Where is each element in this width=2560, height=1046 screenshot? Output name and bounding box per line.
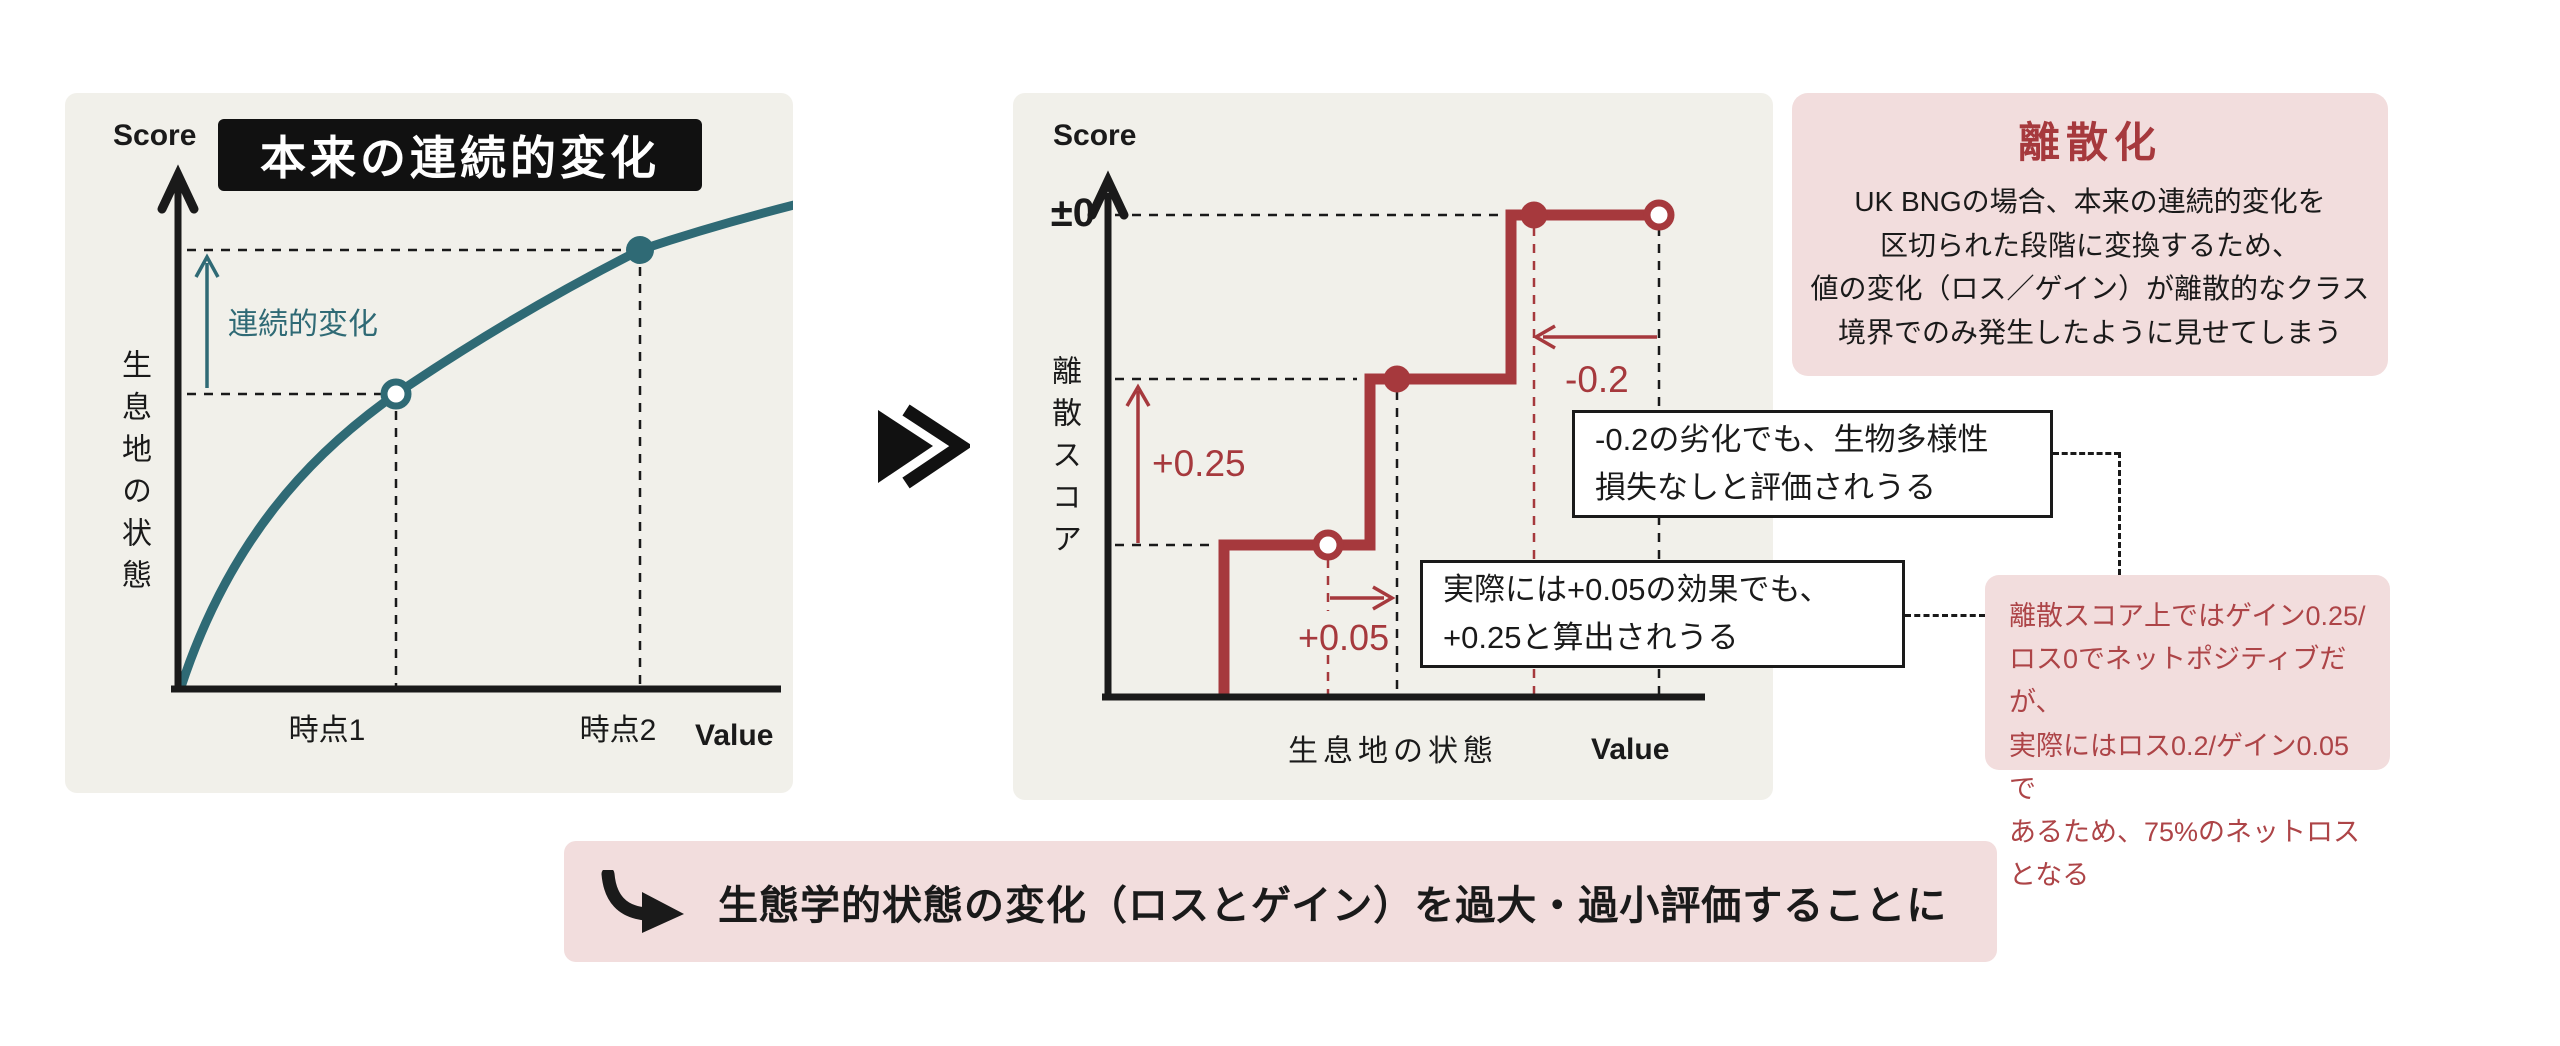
mid-x-axis-side-label: 生息地の状態 — [1288, 735, 1498, 768]
connector-dash — [1905, 614, 1985, 617]
small-gain-value-label: +0.05 — [1298, 617, 1390, 658]
loss-value-label: -0.2 — [1565, 359, 1629, 400]
discretization-line: 区切られた段階に変換するため、 — [1879, 229, 2300, 261]
x-tick-time1: 時点1 — [288, 714, 366, 747]
net-loss-line: ロス0でネットポジティブだが、 — [2009, 644, 2347, 718]
y-axis-arrow-icon — [1087, 170, 1129, 220]
net-loss-line: あるため、75%のネットロスとなる — [2009, 816, 2361, 891]
step-chart — [1087, 170, 1705, 701]
left-x-axis-title: Value — [695, 719, 774, 752]
step-point-top — [1520, 201, 1548, 229]
left-y-axis-side-label: 生息地の状態 — [117, 349, 150, 601]
loss-callout-line: 損失なしと評価されうる — [1595, 470, 1936, 505]
fast-forward-icon — [878, 404, 970, 489]
discretization-explainer-box: 離散化 UK BNGの場合、本来の連続的変化を 区切られた段階に変換するため、 … — [1792, 93, 2388, 376]
curved-arrow-icon — [601, 869, 684, 933]
loss-arrow-icon — [1532, 324, 1556, 350]
loss-callout-line: -0.2の劣化でも、生物多様性 — [1595, 421, 1989, 457]
left-y-axis-title: Score — [113, 119, 197, 152]
left-panel-title: 本来の連続的変化 — [218, 119, 702, 191]
step-point-open-top — [1643, 199, 1675, 231]
connector-dash — [2118, 452, 2121, 575]
continuous-curve-chart — [157, 164, 793, 693]
discretization-line: 境界でのみ発生したように見せてしまう — [1837, 317, 2342, 349]
gain-callout-line: 実際には+0.05の効果でも、 — [1443, 571, 1831, 607]
x-tick-time2: 時点2 — [579, 714, 657, 747]
mid-x-axis-title: Value — [1591, 733, 1670, 766]
discrete-step-line — [1218, 209, 1659, 697]
gain-callout-line: +0.25と算出されうる — [1443, 620, 1739, 655]
mid-y-axis-title: Score — [1053, 119, 1137, 152]
zero-level-label: ±0 — [1050, 191, 1095, 235]
gain-arrow-icon — [1125, 383, 1151, 407]
discretization-line: 値の変化（ロス／ゲイン）が離散的なクラス — [1810, 273, 2370, 305]
connector-dash — [2053, 452, 2120, 455]
net-loss-line: 実際にはロス0.2/ゲイン0.05で — [2009, 730, 2350, 804]
y-axis-arrow-icon — [157, 164, 199, 214]
small-gain-arrow-icon — [1372, 585, 1396, 611]
mid-y-axis-side-label: 離散スコア — [1047, 355, 1080, 565]
point-t2 — [626, 236, 654, 264]
conclusion-banner: 生態学的状態の変化（ロスとゲイン）を過大・過小評価することに — [564, 841, 1997, 962]
net-loss-line: 離散スコア上ではゲイン0.25/ — [2009, 601, 2366, 631]
net-loss-summary-box: 離散スコア上ではゲイン0.25/ ロス0でネットポジティブだが、 実際にはロス0… — [1985, 575, 2390, 890]
discretization-line: UK BNGの場合、本来の連続的変化を — [1854, 186, 2326, 217]
continuous-change-arrow-icon — [194, 253, 220, 278]
point-t1 — [380, 378, 412, 410]
discrete-score-panel: Score ±0 離散スコア +0.25 +0.05 -0.2 生息地の状態 V… — [1013, 93, 1773, 800]
step-point-mid — [1383, 365, 1411, 393]
continuous-change-panel: Score 本来の連続的変化 連続的変化 生息地の状態 時点1 時点2 Valu… — [65, 93, 793, 793]
continuous-change-label: 連続的変化 — [228, 308, 378, 341]
gain-callout-box: 実際には+0.05の効果でも、 +0.25と算出されうる — [1420, 560, 1905, 668]
conclusion-text: 生態学的状態の変化（ロスとゲイン）を過大・過小評価することに — [718, 883, 1948, 928]
step-point-open-low — [1312, 529, 1344, 561]
gain-value-label: +0.25 — [1152, 443, 1246, 484]
loss-callout-box: -0.2の劣化でも、生物多様性 損失なしと評価されうる — [1572, 410, 2053, 518]
continuous-curve — [176, 200, 793, 689]
discretization-title: 離散化 — [2017, 119, 2162, 166]
